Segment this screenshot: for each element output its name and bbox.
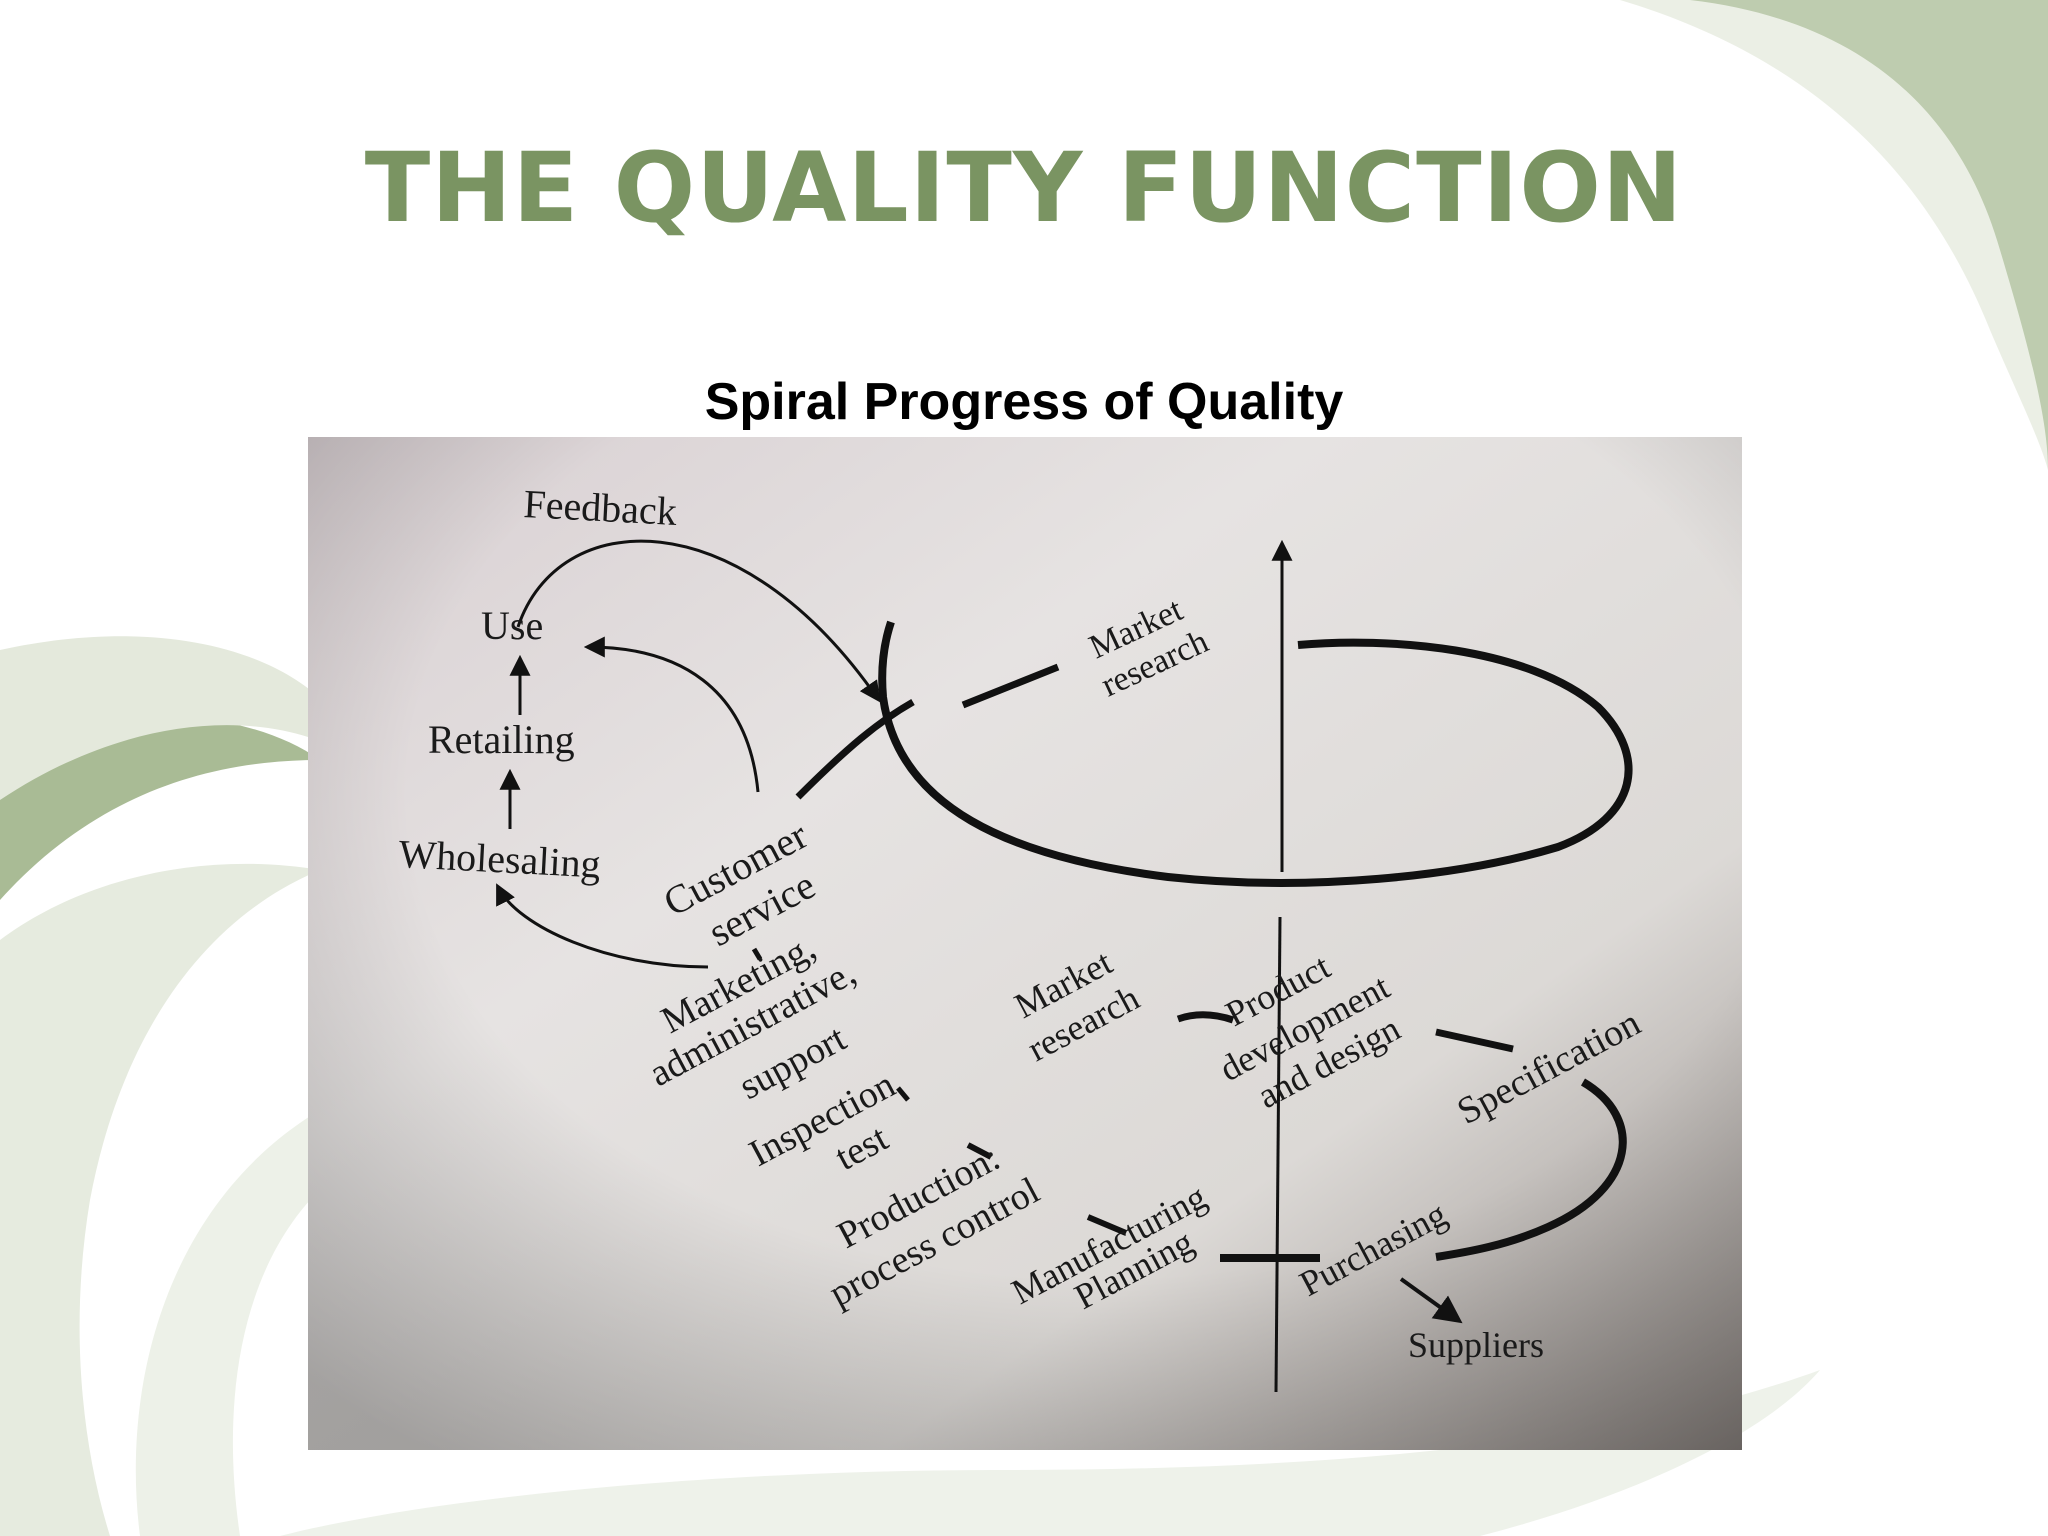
vertical-axis-lower	[1274, 916, 1282, 1393]
purchasing-to-suppliers-arrow	[1399, 1277, 1463, 1324]
lower-dash-service-marketing	[751, 947, 763, 961]
lower-dash-market-product	[1176, 1011, 1235, 1024]
left-swirl-light-3	[135, 1110, 330, 1536]
lower-dash-product-spec	[1435, 1028, 1514, 1053]
lower-spec-curve	[1435, 1078, 1627, 1261]
upper-spiral-tail	[795, 698, 915, 800]
corner-swirl-top-right-light	[1620, 0, 2048, 470]
slide-title: THE QUALITY FUNCTION	[364, 132, 1684, 244]
label-wholesaling: Wholesaling	[398, 831, 602, 887]
feedback-arrow	[516, 539, 881, 703]
left-swirl-light-1	[0, 636, 360, 800]
label-feedback: Feedback	[523, 481, 678, 534]
label-use: Use	[481, 603, 543, 648]
label-suppliers: Suppliers	[1408, 1325, 1544, 1365]
marketing-to-wholesaling-arrow	[496, 883, 709, 969]
upper-spiral-loop	[878, 620, 1633, 887]
label-retailing: Retailing	[428, 717, 575, 762]
spiral-diagram: Feedback Use Retailing Wholesaling Custo…	[308, 437, 1742, 1450]
lower-dash-prod-manuf	[1086, 1214, 1128, 1236]
bottom-swirl-light	[280, 1370, 1820, 1536]
diagram-subtitle: Spiral Progress of Quality	[704, 373, 1344, 431]
spiral-diagram-photo: Feedback Use Retailing Wholesaling Custo…	[308, 437, 1742, 1450]
lower-dash-test-prod	[966, 1142, 993, 1160]
left-swirl-dark	[0, 715, 320, 900]
market-research-dash-top	[961, 663, 1060, 709]
service-to-use-arrow	[583, 636, 760, 793]
paper-vignette	[308, 437, 1742, 1450]
lower-dash-support-insp	[896, 1086, 910, 1102]
left-swirl-light-2	[0, 863, 320, 1536]
